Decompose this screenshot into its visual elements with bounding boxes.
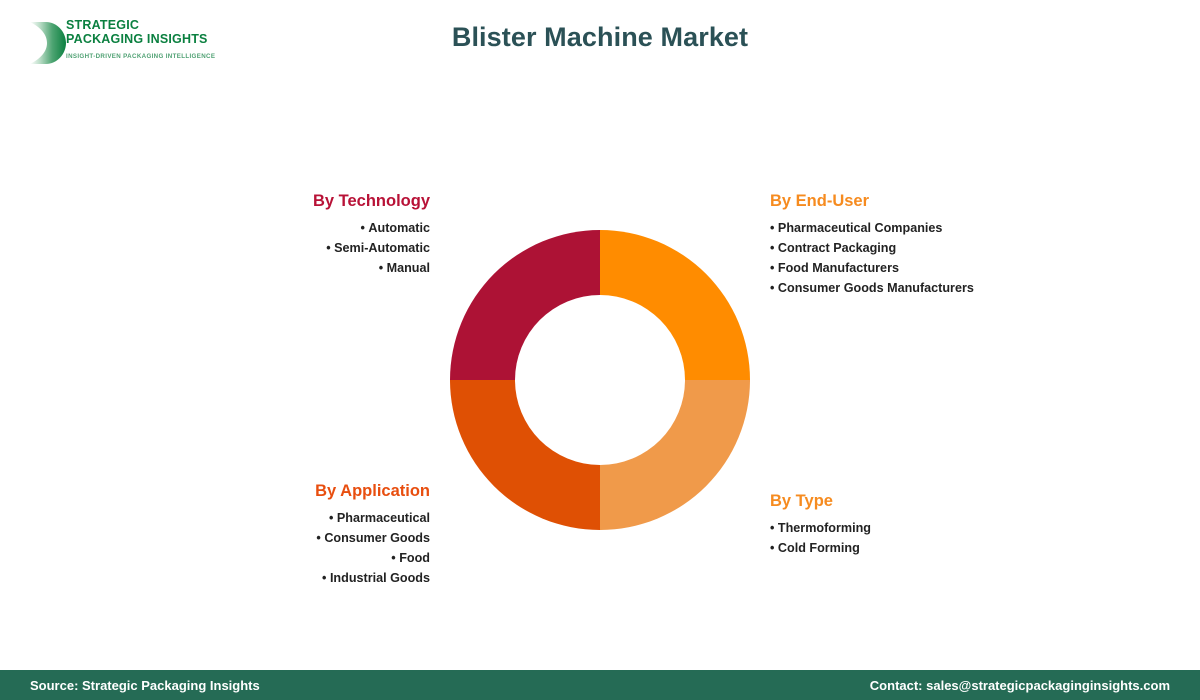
segment-title-by-end-user: By End-User xyxy=(770,192,870,210)
chevron-arrow-logo-mark-icon xyxy=(26,14,72,72)
list-item: Manual xyxy=(200,258,430,278)
list-item: Cold Forming xyxy=(770,538,1090,558)
segment-by-type: By Type Thermoforming Cold Forming xyxy=(770,492,1090,558)
segment-title-by-technology: By Technology xyxy=(312,192,430,210)
donut-center-hole xyxy=(515,295,685,465)
segment-list-by-technology: Automatic Semi-Automatic Manual xyxy=(200,218,430,278)
list-item: Industrial Goods xyxy=(200,568,430,588)
brand-logo: STRATEGIC PACKAGING INSIGHTS INSIGHT-DRI… xyxy=(26,12,215,74)
segment-by-technology: By Technology Automatic Semi-Automatic M… xyxy=(200,192,430,278)
list-item: Consumer Goods Manufacturers xyxy=(770,278,1090,298)
logo-line-2: PACKAGING INSIGHTS xyxy=(66,32,208,46)
segment-list-by-type: Thermoforming Cold Forming xyxy=(770,518,1090,558)
list-item: Contract Packaging xyxy=(770,238,1090,258)
list-item: Pharmaceutical Companies xyxy=(770,218,1090,238)
list-item: Automatic xyxy=(200,218,430,238)
segment-title-by-application: By Application xyxy=(315,482,430,500)
page-title: Blister Machine Market xyxy=(451,22,749,52)
donut-chart-svg xyxy=(450,230,750,530)
segment-list-by-application: Pharmaceutical Consumer Goods Food Indus… xyxy=(200,508,430,588)
list-item: Consumer Goods xyxy=(200,528,430,548)
footer-contact: Contact: sales@strategicpackaginginsight… xyxy=(869,677,1170,693)
donut-chart xyxy=(450,230,750,530)
segment-by-end-user: By End-User Pharmaceutical Companies Con… xyxy=(770,192,1090,298)
logo-tagline: INSIGHT-DRIVEN PACKAGING INTELLIGENCE xyxy=(66,53,216,60)
footer-source: Source: Strategic Packaging Insights xyxy=(30,677,260,693)
segment-title-by-type: By Type xyxy=(770,492,833,510)
list-item: Thermoforming xyxy=(770,518,1090,538)
list-item: Food Manufacturers xyxy=(770,258,1090,278)
segment-by-application: By Application Pharmaceutical Consumer G… xyxy=(200,482,430,588)
footer-bar: Source: Strategic Packaging Insights Con… xyxy=(0,670,1200,700)
segment-list-by-end-user: Pharmaceutical Companies Contract Packag… xyxy=(770,218,1090,298)
list-item: Semi-Automatic xyxy=(200,238,430,258)
logo-line-1: STRATEGIC xyxy=(66,18,140,32)
list-item: Food xyxy=(200,548,430,568)
list-item: Pharmaceutical xyxy=(200,508,430,528)
